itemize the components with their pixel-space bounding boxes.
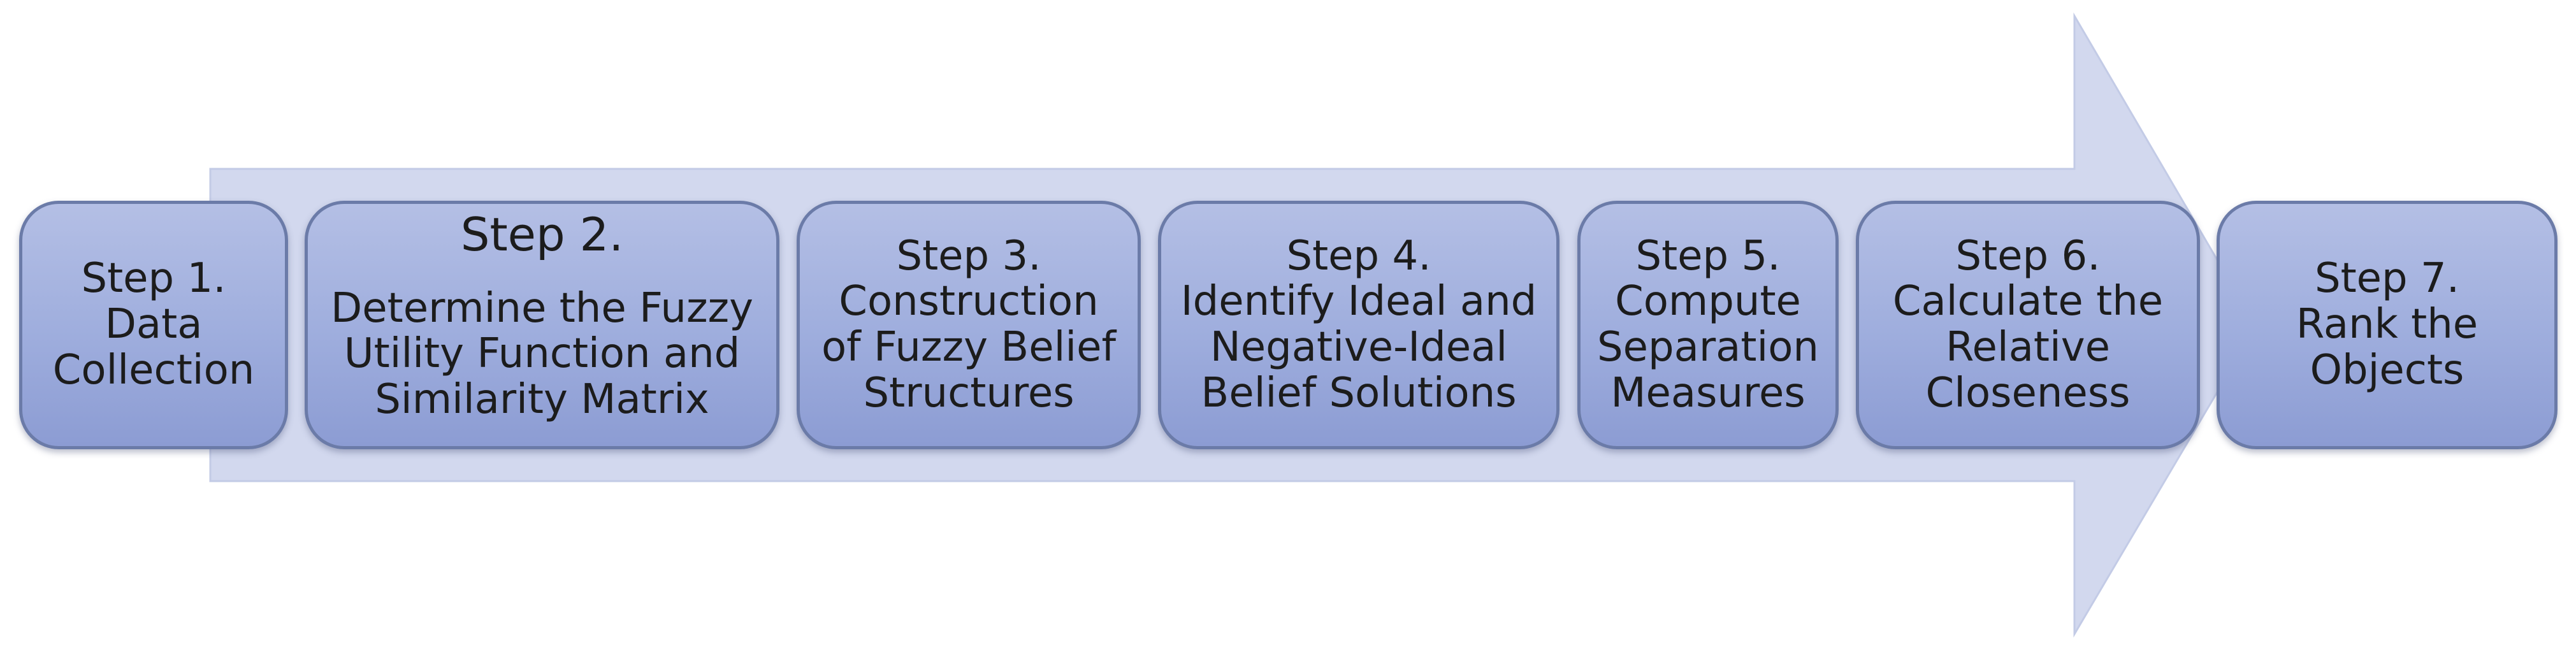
step-1-description: Data Collection: [52, 301, 255, 394]
step-4-description: Identify Ideal and Negative-Ideal Belief…: [1180, 278, 1537, 417]
step-5-box: Step 5. Compute Separation Measures: [1577, 201, 1839, 449]
step-5-description: Compute Separation Measures: [1597, 278, 1819, 417]
step-2-title: Step 2.: [460, 208, 624, 261]
step-7-box: Step 7. Rank the Objects: [2217, 201, 2558, 449]
step-3-description: Construction of Fuzzy Belief Structures: [821, 278, 1117, 417]
step-2-box: Step 2. Determine the Fuzzy Utility Func…: [305, 201, 779, 449]
step-5-title: Step 5.: [1635, 232, 1781, 280]
step-2-description: Determine the Fuzzy Utility Function and…: [330, 284, 754, 423]
step-3-title: Step 3.: [896, 232, 1041, 280]
step-3-box: Step 3. Construction of Fuzzy Belief Str…: [797, 201, 1141, 449]
step-7-description: Rank the Objects: [2296, 301, 2478, 394]
step-6-description: Calculate the Relative Closeness: [1892, 278, 2164, 417]
step-7-title: Step 7.: [2314, 255, 2460, 303]
step-1-title: Step 1.: [81, 255, 226, 303]
step-6-title: Step 6.: [1955, 232, 2101, 280]
step-1-box: Step 1. Data Collection: [19, 201, 288, 449]
step-4-box: Step 4. Identify Ideal and Negative-Idea…: [1158, 201, 1559, 449]
step-6-box: Step 6. Calculate the Relative Closeness: [1856, 201, 2200, 449]
step-4-title: Step 4.: [1286, 232, 1431, 280]
